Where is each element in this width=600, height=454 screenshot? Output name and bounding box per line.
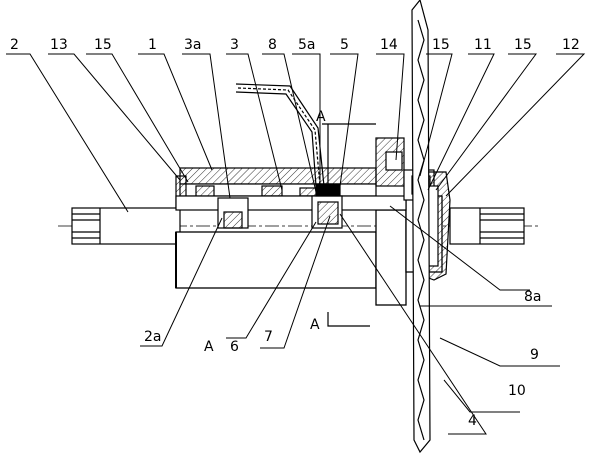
bearings bbox=[217, 183, 343, 229]
motor-body bbox=[175, 195, 443, 306]
label-13: 13 bbox=[50, 37, 68, 53]
label-a-bottom-left: A bbox=[204, 339, 214, 355]
label-5a: 5a bbox=[298, 37, 316, 53]
leader-lines bbox=[6, 53, 586, 435]
label-a-bottom-right: A bbox=[310, 317, 320, 333]
label-6: 6 bbox=[230, 339, 239, 355]
label-10: 10 bbox=[508, 383, 526, 399]
label-12: 12 bbox=[562, 37, 580, 53]
right-shaft bbox=[449, 207, 525, 245]
label-15-mid: 15 bbox=[432, 37, 450, 53]
label-11: 11 bbox=[474, 37, 492, 53]
label-2a: 2a bbox=[144, 329, 162, 345]
label-4: 4 bbox=[468, 413, 477, 429]
label-2: 2 bbox=[10, 37, 19, 53]
label-15-right: 15 bbox=[514, 37, 532, 53]
left-shaft bbox=[71, 207, 181, 245]
label-section-a-top: A bbox=[316, 109, 326, 125]
saw-blade bbox=[411, 0, 431, 454]
label-8: 8 bbox=[268, 37, 277, 53]
label-3a: 3a bbox=[184, 37, 202, 53]
section-marks bbox=[322, 123, 376, 327]
label-1: 1 bbox=[148, 37, 157, 53]
label-8a: 8a bbox=[524, 289, 542, 305]
label-7: 7 bbox=[264, 329, 273, 345]
label-5: 5 bbox=[340, 37, 349, 53]
label-9: 9 bbox=[530, 347, 539, 363]
housing-section bbox=[175, 167, 407, 211]
label-14: 14 bbox=[380, 37, 398, 53]
cable bbox=[235, 83, 325, 187]
label-3: 3 bbox=[230, 37, 239, 53]
label-15-left: 15 bbox=[94, 37, 112, 53]
